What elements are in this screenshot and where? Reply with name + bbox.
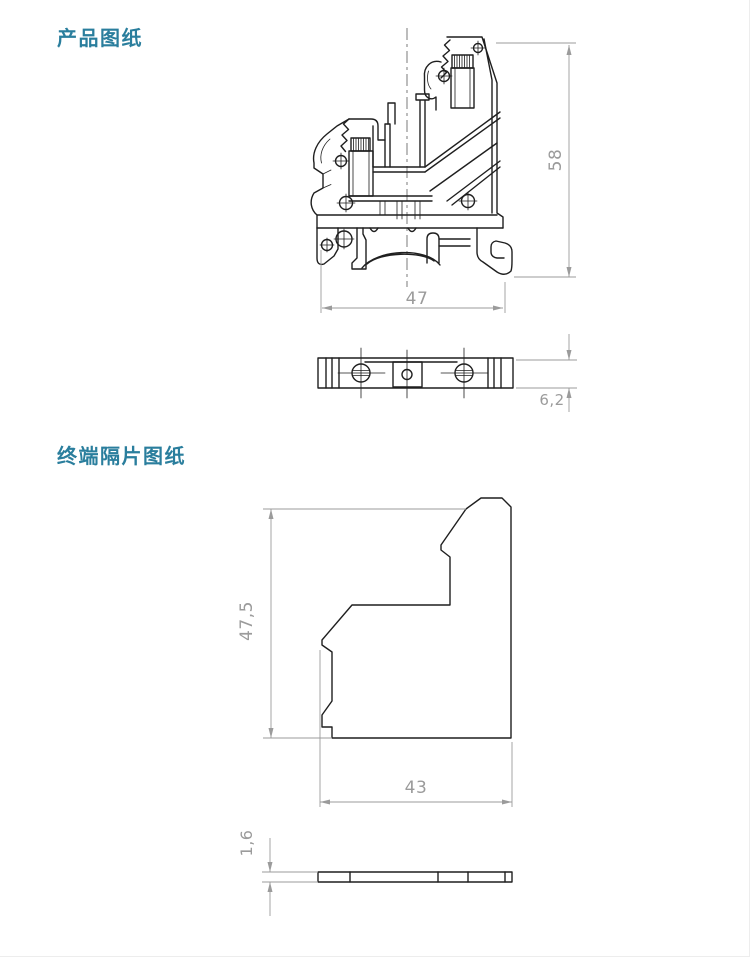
dimension-separator-height: 47,5 xyxy=(237,508,466,739)
dimension-side-width: 47 xyxy=(320,250,506,313)
dim-value-43: 43 xyxy=(405,778,428,798)
separator-profile-view: 47,5 43 xyxy=(237,497,513,807)
separator-edge-view: 1,6 xyxy=(237,830,513,916)
section-heading-product: 产品图纸 xyxy=(57,28,143,50)
dim-value-6-2: 6,2 xyxy=(539,391,564,409)
top-view-fine-details xyxy=(337,347,489,399)
dimension-top-thickness: 6,2 xyxy=(516,334,577,412)
dim-value-47-5: 47,5 xyxy=(237,601,257,641)
side-view-fine-details xyxy=(319,40,486,253)
product-top-view: 6,2 xyxy=(317,334,577,412)
product-side-view: 58 47 xyxy=(310,28,576,313)
dim-value-47: 47 xyxy=(406,289,429,309)
section-heading-separator: 终端隔片图纸 xyxy=(57,446,186,468)
dim-value-1-6: 1,6 xyxy=(237,830,256,857)
dimension-separator-thickness: 1,6 xyxy=(237,830,318,916)
dimension-separator-width: 43 xyxy=(319,650,513,807)
dimension-side-height: 58 xyxy=(496,42,576,278)
dim-value-58: 58 xyxy=(546,149,566,172)
